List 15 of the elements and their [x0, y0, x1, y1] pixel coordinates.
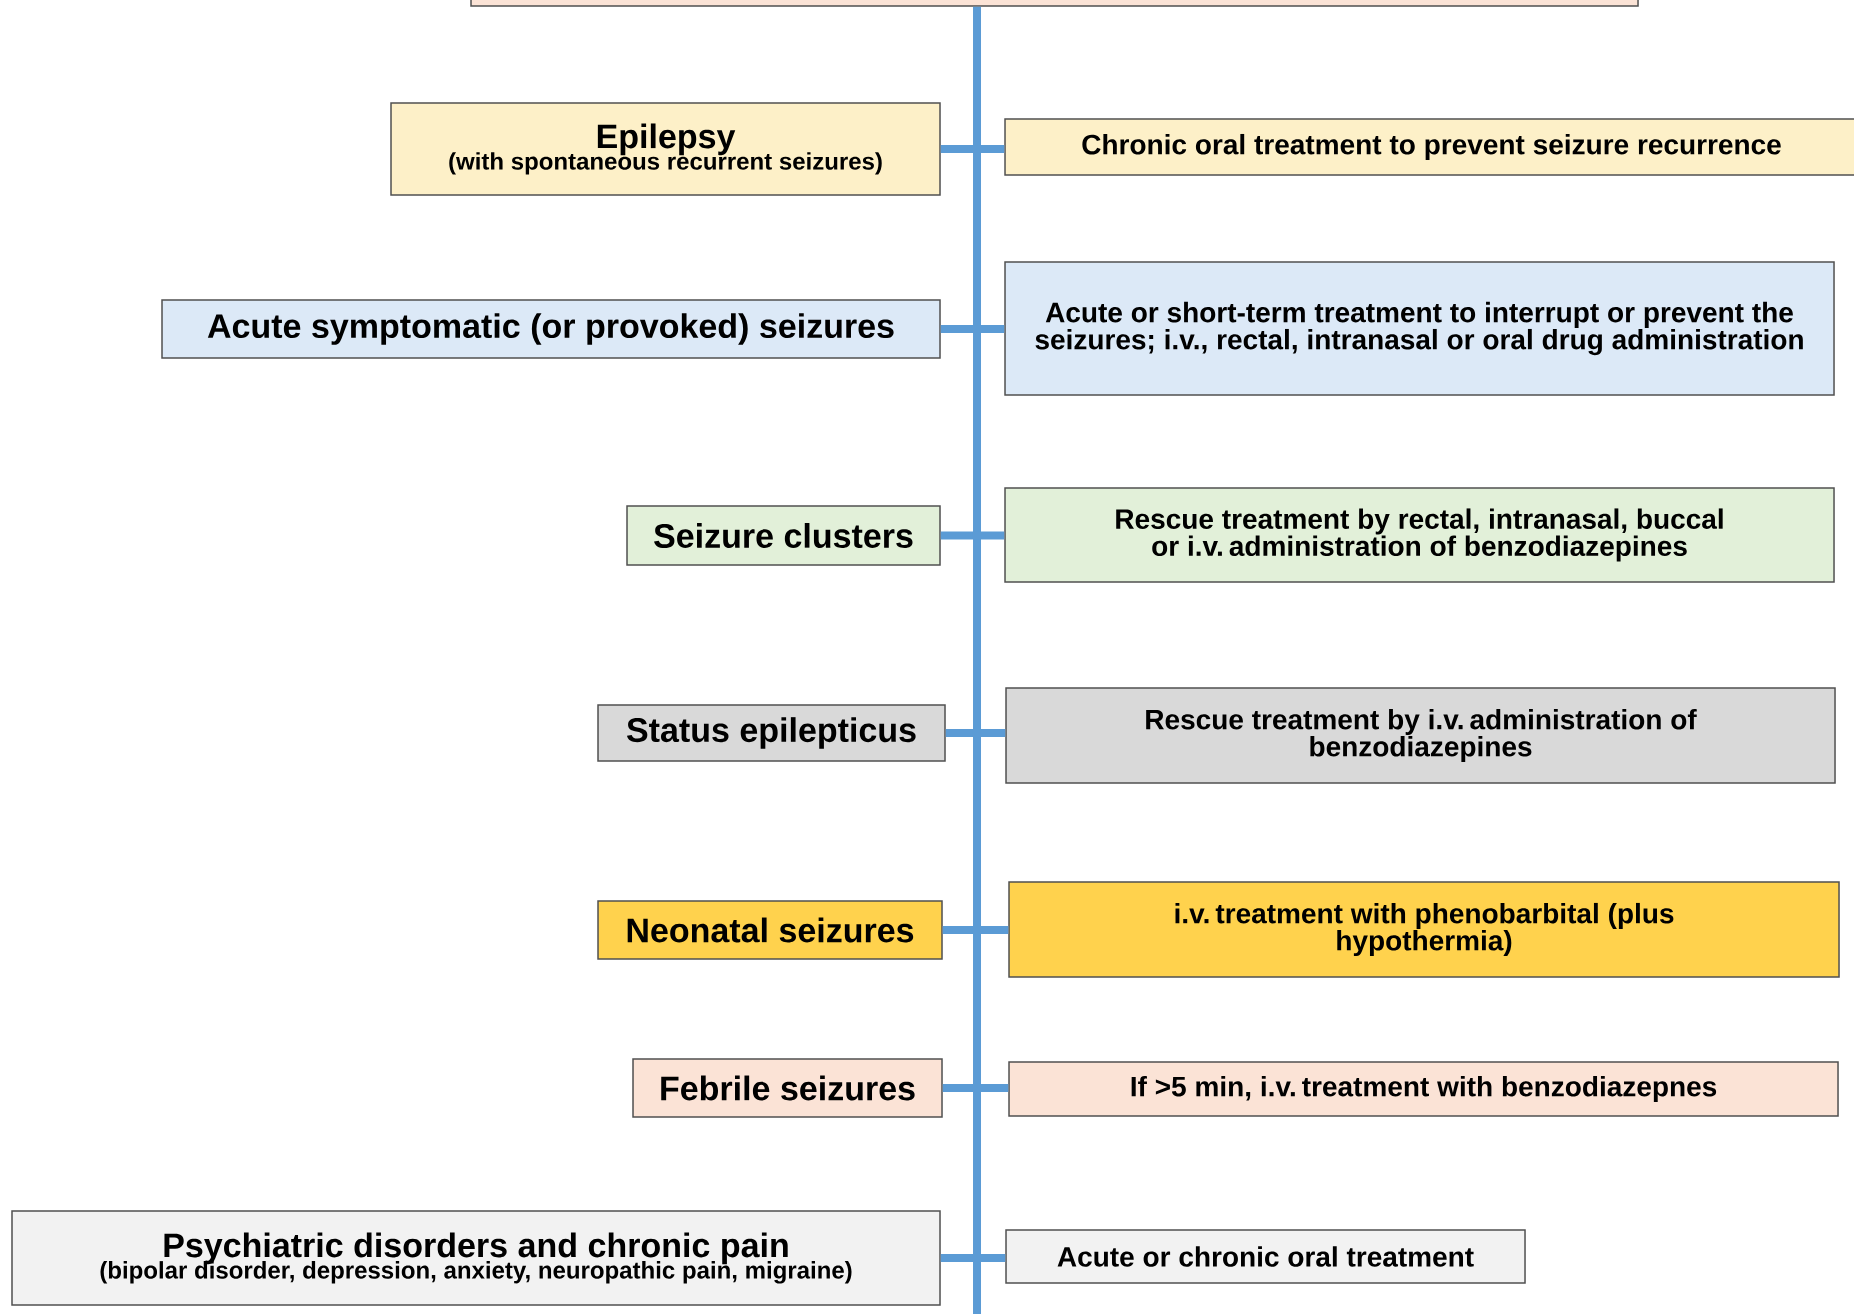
condition-box: Febrile seizures [632, 1058, 943, 1118]
treatment-box: Acute or short-term treatment to interrupt or prevent the seizures; i.v., rectal, intranasal or oral drug administration [1004, 261, 1835, 396]
treatment-box: Chronic oral treatment to prevent seizure recurrence [1004, 118, 1854, 176]
treatment-box: Acute or chronic oral treatment [1005, 1229, 1526, 1284]
condition-box: Neonatal seizures [597, 900, 943, 960]
condition-box: Acute symptomatic (or provoked) seizures [161, 299, 941, 359]
condition-box: Status epilepticus [597, 704, 946, 762]
condition-box: Psychiatric disorders and chronic pain (bipolar disorder, depression, anxiety, neuropathic pain, migraine) [11, 1210, 941, 1306]
condition-box: Epilepsy (with spontaneous recurrent seizures) [390, 102, 941, 196]
treatment-box: If >5 min, i.v. treatment with benzodiazepnes [1008, 1061, 1839, 1117]
condition-box: Seizure clusters [626, 505, 941, 566]
treatment-box: Rescue treatment by i.v. administration of benzodiazepines [1005, 687, 1836, 784]
header-box [470, 0, 1639, 7]
treatment-box: Rescue treatment by rectal, intranasal, buccal or i.v. administration of benzodiazepines [1004, 487, 1835, 583]
treatment-box: i.v. treatment with phenobarbital (plus hypothermia) [1008, 881, 1840, 978]
